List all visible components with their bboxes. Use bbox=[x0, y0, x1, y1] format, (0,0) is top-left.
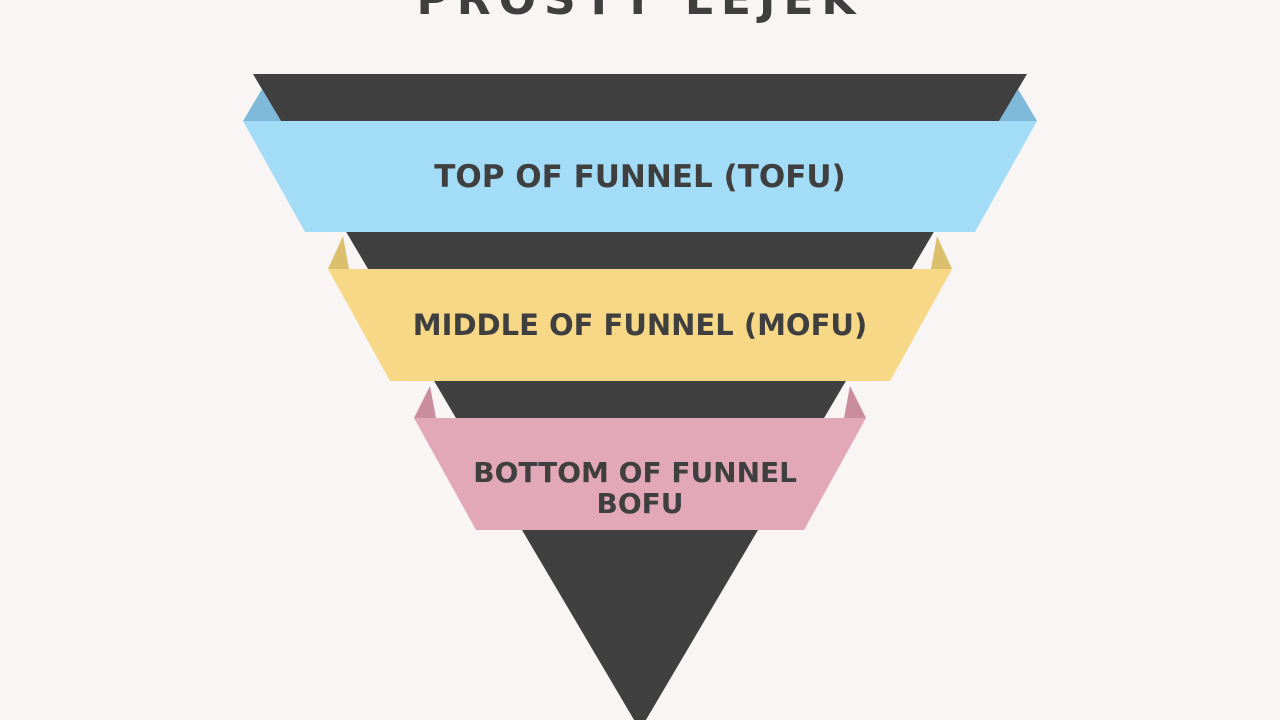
stage-tofu-fold-left bbox=[243, 89, 281, 121]
stage-bofu-label-line-1: BOTTOM OF FUNNEL bbox=[473, 456, 797, 489]
stage-mofu-label-line-1: MIDDLE OF FUNNEL (MOFU) bbox=[413, 308, 867, 342]
stage-tofu-fold-right bbox=[999, 89, 1037, 121]
stage-bofu-fold-left bbox=[414, 386, 436, 418]
stage-mofu-fold-right bbox=[931, 236, 952, 269]
stage-tofu-label: TOP OF FUNNEL (TOFU) bbox=[434, 159, 845, 195]
stage-mofu-fold-left bbox=[328, 236, 349, 269]
stage-bofu: BOTTOM OF FUNNEL BOFU bbox=[414, 386, 866, 530]
stage-tofu: TOP OF FUNNEL (TOFU) bbox=[243, 89, 1037, 232]
funnel-body bbox=[253, 74, 1027, 720]
stage-tofu-band bbox=[243, 121, 1037, 232]
stage-mofu: MIDDLE OF FUNNEL (MOFU) bbox=[328, 236, 952, 381]
stage-mofu-label: MIDDLE OF FUNNEL (MOFU) bbox=[413, 308, 867, 342]
stage-bofu-label-line-2: BOFU bbox=[596, 487, 683, 520]
stage-bofu-fold-right bbox=[844, 386, 866, 418]
stage-bofu-band bbox=[414, 418, 866, 530]
stage-bofu-label: BOTTOM OF FUNNEL BOFU bbox=[473, 456, 807, 520]
diagram-title: PROSTY LEJEK bbox=[0, 0, 1280, 28]
stage-mofu-band bbox=[328, 269, 952, 381]
stage-tofu-label-line-1: TOP OF FUNNEL (TOFU) bbox=[434, 159, 845, 195]
